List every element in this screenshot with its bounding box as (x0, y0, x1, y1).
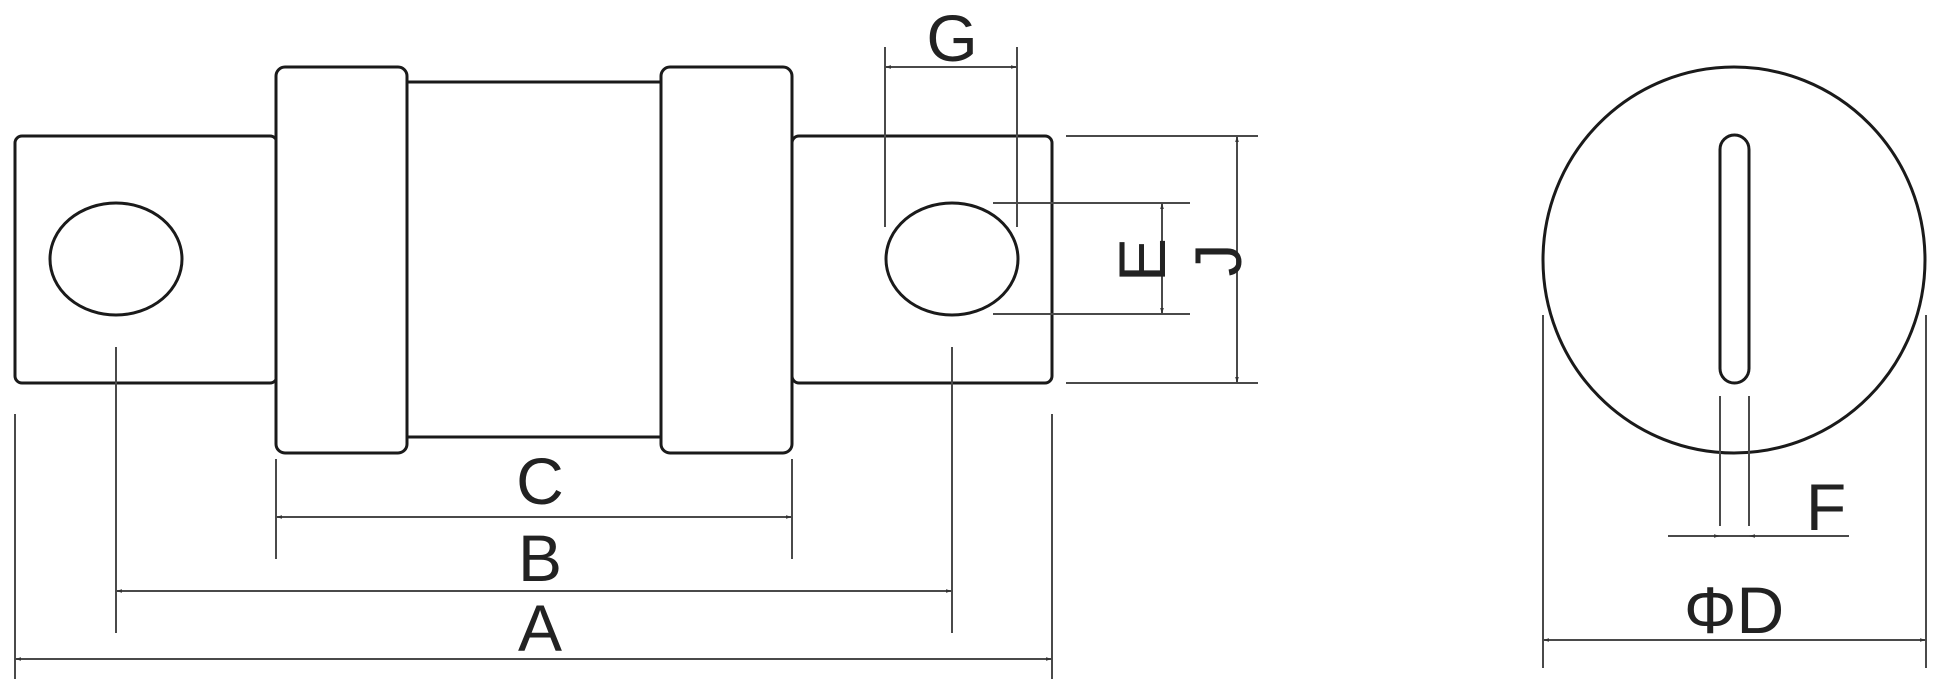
label-g: G (926, 1, 977, 75)
fuse-end-view (1541, 65, 1927, 455)
dimension-f: F (1668, 396, 1849, 544)
dimension-a: A (14, 414, 1053, 679)
dimension-d: ΦD (1542, 315, 1927, 668)
right-end-cap (659, 65, 794, 455)
left-mounting-hole (48, 201, 184, 317)
label-j: J (1181, 244, 1255, 277)
fuse-side-view (13, 65, 1054, 455)
center-slot (1718, 133, 1751, 385)
dimension-g: G (884, 1, 1018, 227)
dimension-j: J (1066, 135, 1258, 384)
label-b: B (518, 521, 562, 595)
left-end-cap (274, 65, 409, 455)
right-mounting-hole (884, 201, 1020, 317)
label-diameter-d: ΦD (1684, 573, 1784, 647)
dimension-c: C (275, 444, 793, 559)
dimension-b: B (115, 347, 953, 633)
fuse-body (403, 80, 664, 439)
label-e: E (1105, 238, 1179, 282)
label-c: C (516, 444, 564, 518)
dimension-e: E (993, 202, 1190, 315)
label-a: A (518, 591, 562, 665)
label-f: F (1806, 470, 1846, 544)
